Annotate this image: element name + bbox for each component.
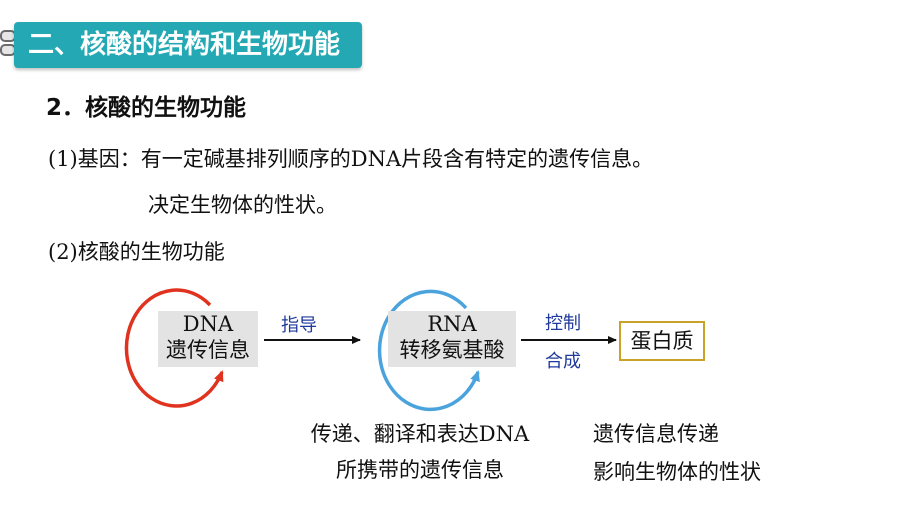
rna-cycle-loop: [377, 289, 480, 412]
gene-definition-line2: 决定生物体的性状。: [148, 193, 337, 217]
gene-definition: (1)基因：有一定碱基排列顺序的DNA片段含有特定的遗传信息。: [48, 143, 653, 173]
rna-box-caption: 转移氨基酸: [399, 338, 505, 362]
gene-label: 基因：: [77, 147, 141, 171]
rna-box: RNA 转移氨基酸: [388, 311, 516, 367]
rna-function-caption-line1: 传递、翻译和表达DNA: [296, 418, 544, 448]
gene-text-dna: DNA: [350, 147, 402, 171]
item-number: (1): [48, 147, 78, 171]
section-banner: [14, 22, 362, 68]
rna-function-caption-line2: 所携带的遗传信息: [336, 458, 504, 482]
section-title: 2．核酸的生物功能: [46, 95, 247, 121]
dna-box-title: DNA: [182, 312, 234, 336]
protein-box: 蛋白质: [619, 321, 705, 361]
synthesis-label: 合成: [545, 351, 581, 372]
caption-text-pre: 传递、翻译和表达: [310, 422, 479, 446]
banner-title: 二、核酸的结构和生物功能: [28, 30, 341, 60]
gene-text-pre: 有一定碱基排列顺序的: [140, 147, 351, 171]
function-heading: (2)核酸的生物功能: [48, 236, 225, 266]
gene-text-post: 片段含有特定的遗传信息。: [401, 147, 654, 171]
item-number: (2): [48, 240, 78, 264]
rna-box-title: RNA: [427, 312, 477, 336]
guide-label: 指导: [281, 315, 317, 336]
control-label: 控制: [545, 313, 581, 334]
dna-box: DNA 遗传信息: [158, 311, 258, 367]
protein-caption-line1: 遗传信息传递: [593, 422, 719, 446]
function-label: 核酸的生物功能: [77, 240, 225, 264]
dna-box-caption: 遗传信息: [166, 338, 250, 362]
protein-caption-line2: 影响生物体的性状: [593, 460, 761, 484]
dna-replication-loop: [124, 288, 224, 408]
caption-text-dna: DNA: [478, 422, 530, 446]
